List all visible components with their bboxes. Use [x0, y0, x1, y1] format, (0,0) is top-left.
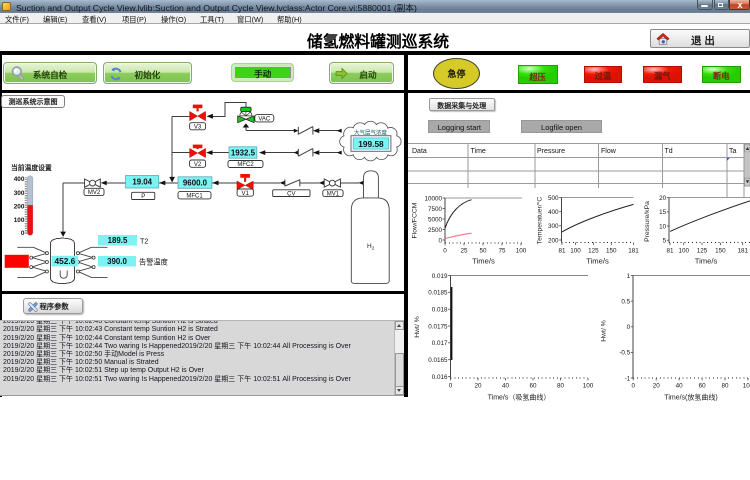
svg-text:80: 80 — [557, 382, 565, 389]
svg-text:0: 0 — [631, 382, 635, 389]
svg-text:1932.5: 1932.5 — [231, 148, 256, 157]
svg-text:T2: T2 — [140, 237, 148, 246]
svg-text:0.019: 0.019 — [432, 273, 448, 280]
svg-text:Ta: Ta — [729, 148, 737, 155]
svg-text:60: 60 — [529, 382, 537, 389]
svg-text:80: 80 — [721, 382, 729, 389]
svg-text:150: 150 — [606, 247, 617, 254]
svg-text:V3: V3 — [194, 124, 202, 130]
svg-text:125: 125 — [697, 247, 708, 254]
svg-text:81: 81 — [666, 247, 674, 254]
svg-text:Time/s: Time/s — [586, 257, 609, 266]
svg-text:20: 20 — [659, 195, 667, 202]
svg-text:Pressure/kPa: Pressure/kPa — [644, 201, 651, 242]
svg-text:400: 400 — [14, 176, 25, 183]
svg-text:0: 0 — [449, 382, 453, 389]
svg-text:150: 150 — [715, 247, 726, 254]
svg-text:MFC1: MFC1 — [186, 193, 203, 199]
svg-text:452.6: 452.6 — [55, 256, 76, 266]
svg-text:100: 100 — [570, 247, 581, 254]
svg-text:19.04: 19.04 — [132, 178, 152, 187]
svg-text:400: 400 — [548, 209, 559, 216]
svg-text:20: 20 — [474, 382, 482, 389]
svg-text:0.016: 0.016 — [432, 374, 448, 381]
svg-text:MFC2: MFC2 — [237, 162, 254, 168]
svg-text:125: 125 — [588, 247, 599, 254]
svg-text:0.018: 0.018 — [432, 307, 448, 314]
svg-text:0: 0 — [443, 247, 447, 254]
svg-text:0.017: 0.017 — [432, 340, 448, 347]
svg-text:0: 0 — [438, 237, 442, 244]
svg-text:Pressure: Pressure — [537, 148, 565, 155]
svg-text:Time: Time — [471, 148, 486, 155]
svg-text:1: 1 — [627, 273, 631, 280]
svg-text:V2: V2 — [194, 162, 202, 168]
svg-text:Data: Data — [412, 148, 427, 155]
svg-text:0.0185: 0.0185 — [428, 290, 448, 297]
svg-text:15: 15 — [659, 209, 667, 216]
svg-text:20: 20 — [653, 382, 661, 389]
svg-text:199.58: 199.58 — [358, 139, 384, 149]
svg-text:Hwt/ %: Hwt/ % — [601, 320, 608, 342]
svg-text:10000: 10000 — [424, 195, 442, 202]
svg-text:告警温度: 告警温度 — [139, 258, 168, 267]
svg-text:60: 60 — [699, 382, 707, 389]
svg-text:181: 181 — [737, 247, 748, 254]
svg-text:390.0: 390.0 — [107, 257, 127, 266]
svg-text:MV1: MV1 — [327, 191, 340, 197]
svg-text:181: 181 — [628, 247, 639, 254]
svg-text:大气层气浓度: 大气层气浓度 — [354, 129, 388, 137]
svg-text:50: 50 — [479, 247, 487, 254]
svg-text:Time/s: Time/s — [695, 257, 718, 266]
svg-text:100: 100 — [678, 247, 689, 254]
svg-text:25: 25 — [460, 247, 468, 254]
svg-text:0.0175: 0.0175 — [428, 323, 448, 330]
svg-text:Time/s(放氢曲线): Time/s(放氢曲线) — [664, 393, 717, 402]
svg-text:5: 5 — [663, 238, 667, 245]
svg-text:100: 100 — [583, 382, 594, 389]
svg-text:Temperatuer/°C: Temperatuer/°C — [536, 197, 544, 245]
svg-text:5000: 5000 — [428, 216, 443, 223]
svg-text:40: 40 — [502, 382, 510, 389]
svg-text:200: 200 — [548, 237, 559, 244]
svg-text:500: 500 — [548, 195, 559, 202]
svg-text:75: 75 — [498, 247, 506, 254]
svg-text:0.0165: 0.0165 — [428, 357, 448, 364]
svg-text:CV: CV — [287, 191, 295, 197]
svg-text:Time/s: Time/s — [472, 257, 495, 266]
svg-text:0: 0 — [627, 324, 631, 331]
svg-text:100: 100 — [516, 247, 527, 254]
svg-text:9600.0: 9600.0 — [183, 178, 208, 187]
svg-text:300: 300 — [14, 190, 25, 197]
svg-text:Time/s（吸氢曲线）: Time/s（吸氢曲线） — [488, 393, 551, 402]
svg-text:V1: V1 — [242, 191, 250, 197]
svg-text:40: 40 — [676, 382, 684, 389]
svg-text:0: 0 — [21, 230, 25, 237]
svg-text:100: 100 — [14, 217, 25, 224]
svg-text:200: 200 — [14, 204, 25, 211]
svg-text:Hwt/ %: Hwt/ % — [414, 316, 421, 338]
svg-text:当前温度设置: 当前温度设置 — [11, 163, 52, 172]
svg-text:Flow/FCCM: Flow/FCCM — [412, 202, 419, 238]
svg-text:81: 81 — [558, 247, 566, 254]
svg-text:-1: -1 — [625, 375, 631, 382]
svg-text:300: 300 — [548, 223, 559, 230]
svg-text:P: P — [141, 194, 145, 200]
svg-text:7500: 7500 — [428, 206, 443, 213]
svg-text:Td: Td — [665, 148, 673, 155]
svg-text:Flow: Flow — [601, 148, 617, 155]
svg-text:-0.5: -0.5 — [619, 350, 630, 357]
svg-text:0.5: 0.5 — [621, 298, 630, 305]
svg-text:100: 100 — [743, 382, 750, 389]
svg-text:VAC: VAC — [258, 116, 271, 122]
svg-text:189.5: 189.5 — [108, 236, 128, 245]
svg-text:H2: H2 — [367, 243, 375, 252]
svg-text:MV2: MV2 — [88, 190, 101, 196]
svg-text:2500: 2500 — [428, 227, 443, 234]
svg-text:10: 10 — [659, 223, 667, 230]
